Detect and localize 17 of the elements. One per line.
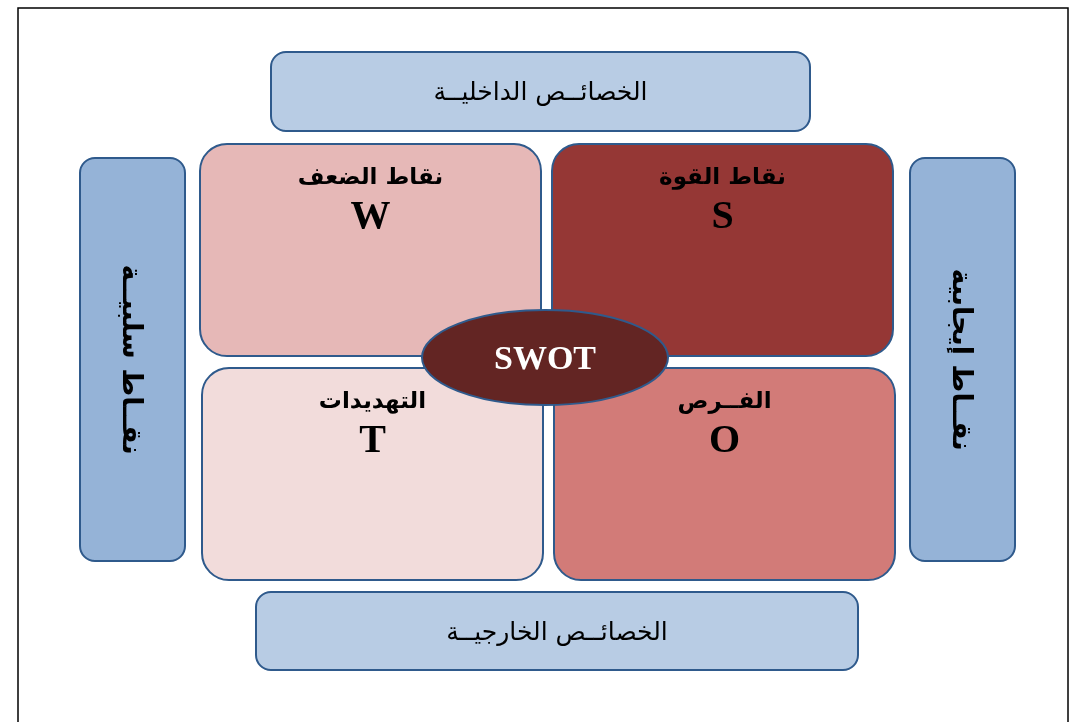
quadrant-title: نقاط القوة [659, 163, 786, 189]
quadrant-title: التهديدات [318, 387, 427, 413]
band-label: الخصائــص الداخليــة [433, 77, 648, 106]
quadrant-letter: O [708, 417, 741, 461]
band-label: نقــاط إيجابية [947, 268, 978, 451]
band-label: نقــاط سلبيــة [117, 264, 148, 455]
band-label: الخصائــص الخارجيــة [446, 616, 668, 646]
quadrant-title: الفــرص [677, 387, 772, 413]
side-band [909, 157, 1016, 562]
header-band [270, 51, 811, 132]
quadrant-title: نقاط الضعف [297, 163, 444, 189]
quadrant-letter: S [711, 193, 734, 237]
quadrant-letter: T [359, 417, 386, 461]
side-band [79, 157, 186, 562]
header-band [255, 591, 859, 671]
center-label: SWOT [493, 338, 596, 377]
quadrant-letter: W [350, 193, 391, 237]
